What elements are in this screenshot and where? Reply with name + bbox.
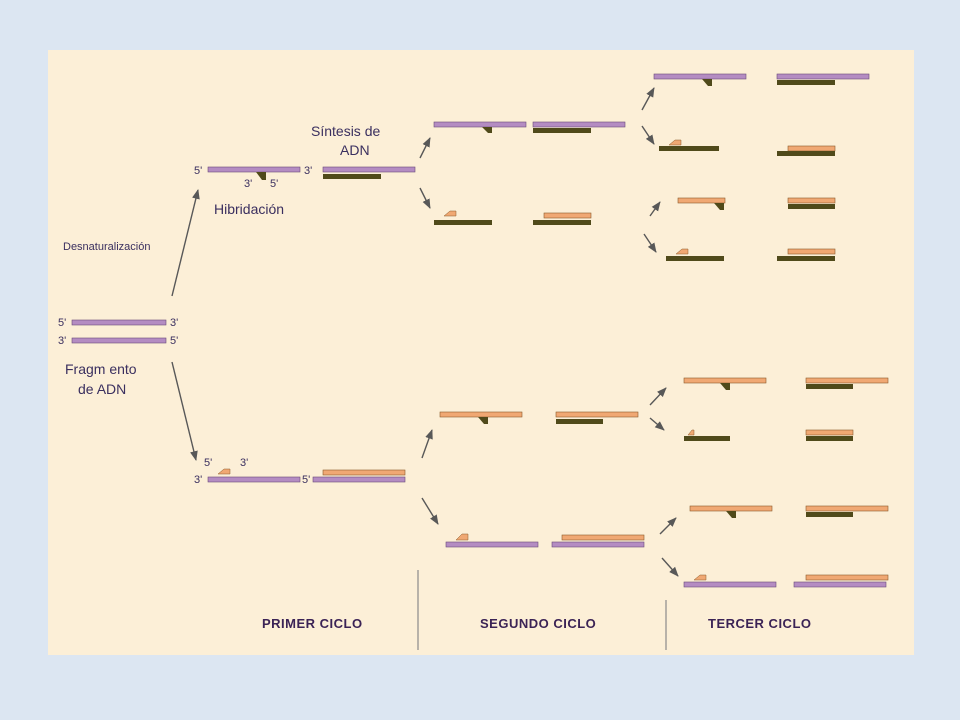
- cycle2-upper-a-product: [532, 121, 626, 133]
- cycle-label-2: SEGUNDO CICLO: [480, 616, 596, 631]
- arrow: [659, 517, 677, 535]
- arrow: [649, 201, 661, 217]
- cycle2-upper-b-product: [533, 212, 592, 225]
- strand: [322, 469, 406, 476]
- hybridization-label: Hibridación: [214, 201, 284, 217]
- lower-primer-5-end: 5': [204, 457, 212, 469]
- cycle1-upper-product: [322, 166, 416, 179]
- cycle2-lower-a: [439, 411, 523, 424]
- arrow: [641, 87, 655, 111]
- arrow: [661, 557, 679, 577]
- arrow-denature-up: [171, 189, 200, 297]
- fragment-top-3-end: 3': [170, 317, 178, 329]
- original-fragment: 5' 3' 3' 5': [58, 317, 178, 347]
- synthesis-label-line1: Síntesis de: [311, 123, 380, 139]
- cycle3-row6: [684, 429, 854, 441]
- cycle3-row2: [659, 139, 836, 156]
- fragment-label-line1: Fragm ento: [65, 361, 137, 377]
- lower-5-end: 5': [302, 474, 310, 486]
- lower-template-strand: [207, 476, 301, 483]
- lower-primer-3-end: 3': [240, 457, 248, 469]
- fragment-top-5-end: 5': [58, 317, 66, 329]
- fragment-bottom-5-end: 5': [170, 335, 178, 347]
- cycle3-row1: [653, 73, 870, 86]
- pcr-diagram: Desnaturalización Fragm ento de ADN Sínt…: [58, 73, 889, 650]
- fragment-bottom-3-end: 3': [58, 335, 66, 347]
- primer-3-end: 3': [244, 178, 252, 190]
- cycle3-row4: [666, 248, 836, 261]
- arrow: [421, 497, 439, 525]
- fragment-label-line2: de ADN: [78, 381, 126, 397]
- cycle-label-3: TERCER CICLO: [708, 616, 812, 631]
- cycle1-lower-product: [312, 469, 406, 483]
- arrow: [649, 387, 667, 406]
- arrow: [419, 137, 431, 159]
- arrow-denature-down: [171, 361, 198, 461]
- fragment-bottom-strand: [71, 337, 167, 344]
- cycle3-row8: [683, 574, 889, 588]
- cycle2-lower-b: [445, 533, 539, 548]
- strand: [312, 476, 406, 483]
- denaturation-label: Desnaturalización: [63, 241, 150, 253]
- cycle2-lower-a-product: [555, 411, 639, 424]
- strand: [323, 174, 381, 179]
- diagram-panel: Desnaturalización Fragm ento de ADN Sínt…: [48, 50, 914, 655]
- flow-arrows: [171, 87, 679, 577]
- upper-primer: [256, 172, 266, 180]
- arrow: [421, 429, 433, 459]
- cycle2-upper-a: [433, 121, 527, 133]
- arrow: [643, 233, 657, 253]
- arrow: [419, 187, 431, 209]
- cycle1-upper-hybrid: 5' 3' 3' 5': [194, 165, 312, 190]
- cycle1-lower-hybrid: 5' 3' 3' 5': [194, 457, 310, 486]
- cycle2-upper-b: [434, 210, 492, 225]
- arrow: [641, 125, 655, 145]
- lower-primer: [217, 468, 231, 475]
- cycle3-row5: [683, 377, 889, 390]
- strand: [322, 166, 416, 173]
- cycle3-row3: [677, 197, 836, 210]
- lower-3-end: 3': [194, 474, 202, 486]
- arrow: [649, 417, 665, 431]
- synthesis-label-line2: ADN: [340, 142, 370, 158]
- upper-5-end: 5': [194, 165, 202, 177]
- cycle-label-1: PRIMER CICLO: [262, 616, 363, 631]
- upper-template-strand: [207, 166, 301, 173]
- primer-5-end: 5': [270, 178, 278, 190]
- cycle2-lower-b-product: [551, 534, 645, 548]
- fragment-top-strand: [71, 319, 167, 326]
- upper-3-end: 3': [304, 165, 312, 177]
- cycle3-row7: [689, 505, 889, 518]
